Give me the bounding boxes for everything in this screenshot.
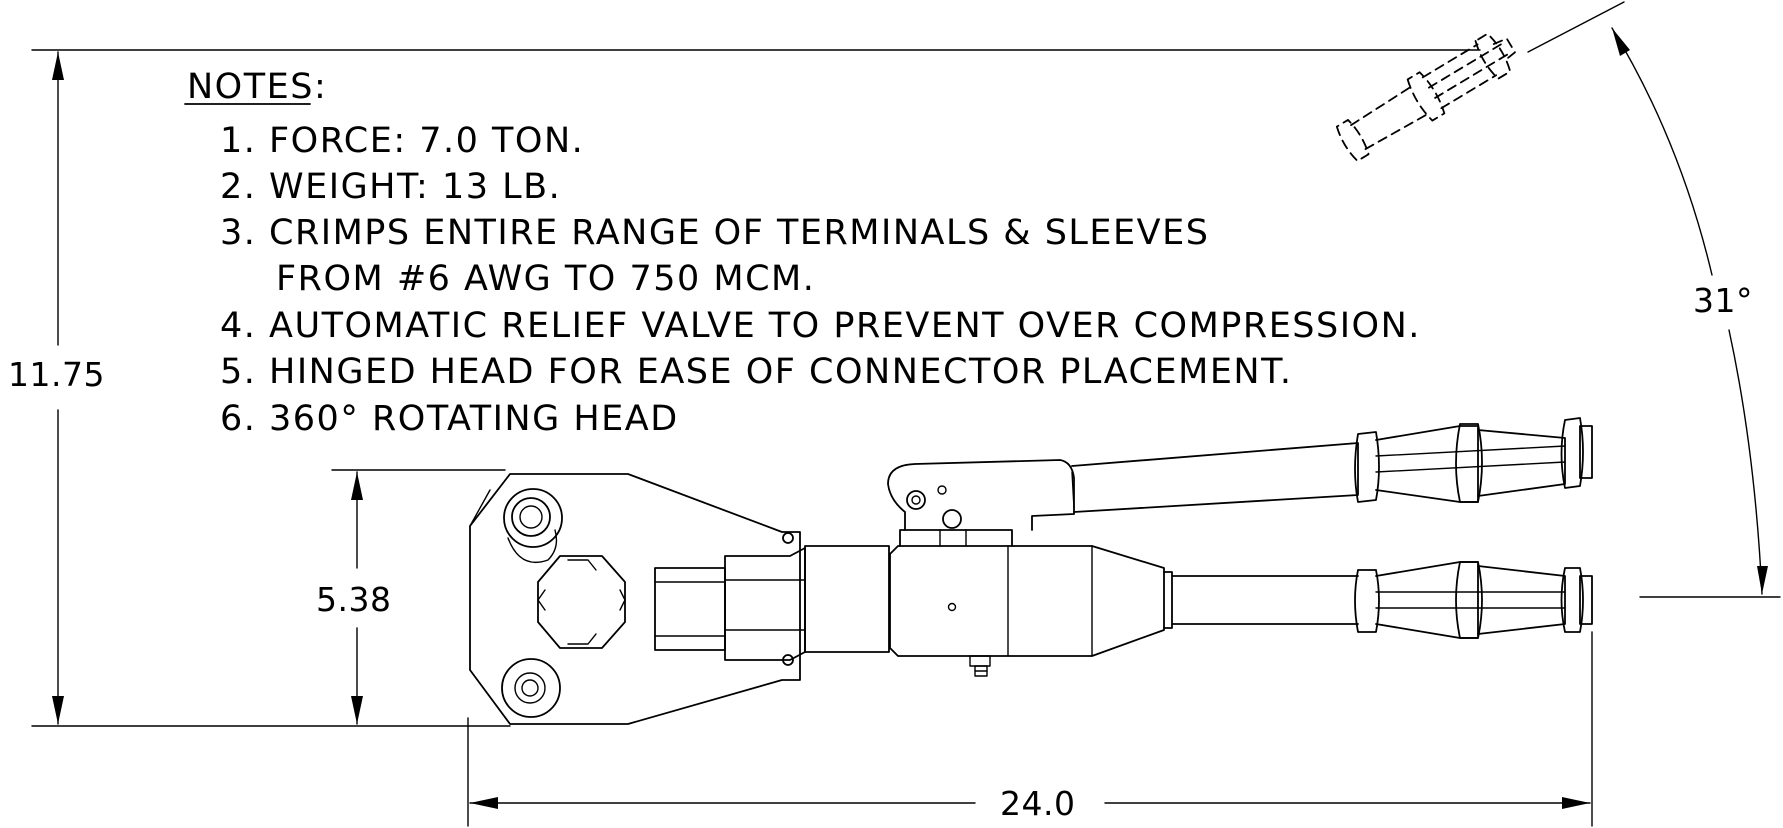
- angle-arc-upper: [1611, 27, 1713, 276]
- die-notches: [537, 589, 626, 611]
- lower-pin-core: [521, 679, 539, 697]
- angle-extension-line: [1527, 1, 1625, 53]
- note-5: 5. HINGED HEAD FOR EASE OF CONNECTOR PLA…: [220, 352, 1292, 392]
- overall-height-label: 11.75: [8, 355, 105, 394]
- note-1: 1. FORCE: 7.0 TON.: [220, 121, 584, 161]
- head-edge: [469, 489, 491, 527]
- upper-pin-core: [519, 505, 543, 529]
- notes-block: NOTES: 1. FORCE: 7.0 TON. 2. WEIGHT: 13 …: [184, 67, 1421, 439]
- pump-handle-grip-end: [1477, 429, 1566, 497]
- lower-pin-outer: [501, 658, 561, 718]
- angle-arc-lower: [1728, 329, 1763, 595]
- length-arrowhead-left: [470, 797, 498, 809]
- pump-handle-end-cap: [1579, 425, 1593, 479]
- phantom-grip-taper: [1350, 85, 1430, 150]
- angle-arrowhead-top: [1612, 28, 1630, 56]
- phantom-grip-body: [1421, 43, 1498, 110]
- fixed-handle-grip-end: [1477, 565, 1566, 635]
- pump-handle-grip-taper: [1375, 425, 1479, 503]
- head-arrowhead-down: [351, 696, 363, 724]
- fixed-handle-end-cap-ring: [1560, 567, 1584, 633]
- note-3-continued: FROM #6 AWG TO 750 MCM.: [276, 259, 815, 299]
- note-3: 3. CRIMPS ENTIRE RANGE OF TERMINALS & SL…: [220, 213, 1209, 253]
- phantom-handle-open: [1335, 32, 1516, 162]
- pump-grip-line-2: [1375, 461, 1566, 473]
- lever-pin: [937, 485, 947, 495]
- dimension-head-height: 5.38: [316, 469, 506, 725]
- upper-pin-outer: [503, 488, 563, 548]
- dimension-handle-angle: 31°: [1527, 1, 1781, 598]
- pump-body: [889, 545, 1165, 657]
- fixed-handle-grip-taper: [1375, 561, 1479, 639]
- dimension-overall-height: 11.75: [8, 49, 1481, 727]
- phantom-grip-lines: [1428, 42, 1510, 99]
- handle-angle-label: 31°: [1693, 281, 1753, 320]
- fixed-handle-end-cap: [1579, 575, 1593, 625]
- pump-handle-end-cap-ring: [1560, 417, 1584, 489]
- arrowhead-down: [52, 696, 64, 724]
- lever-pivot-core: [911, 495, 921, 505]
- phantom-shaft-stub: [1492, 37, 1516, 63]
- lever-link: [942, 509, 962, 529]
- angle-arrowhead-bottom: [1757, 566, 1768, 594]
- head-height-label: 5.38: [316, 580, 391, 619]
- crimp-head: [469, 473, 801, 725]
- neck-sleeve: [654, 567, 726, 651]
- handle-shaft-joint: [1071, 471, 1075, 509]
- fixed-handle-grip-ring-1: [1354, 569, 1380, 633]
- head-arrowhead-up: [351, 472, 363, 500]
- arrowhead-up: [52, 52, 64, 80]
- phantom-grip-ring-1: [1474, 32, 1512, 80]
- note-2: 2. WEIGHT: 13 LB.: [220, 167, 561, 207]
- coupling-ring: [804, 545, 890, 653]
- upper-pin-inner: [511, 497, 551, 537]
- die-jaws: [567, 559, 597, 645]
- fixed-handle: [1163, 561, 1593, 639]
- neck-collar: [724, 547, 806, 661]
- crimp-die: [537, 555, 626, 649]
- note-4: 4. AUTOMATIC RELIEF VALVE TO PREVENT OVE…: [220, 306, 1421, 346]
- upper-pin-latch: [507, 529, 558, 564]
- fixed-handle-grip-ring-2: [1455, 561, 1483, 639]
- handle-lever: [887, 459, 1075, 531]
- note-6: 6. 360° ROTATING HEAD: [220, 399, 679, 439]
- lower-pin-inner: [514, 672, 546, 704]
- pump-handle: [887, 417, 1593, 547]
- head-bolt-top: [782, 532, 794, 544]
- pump-handle-grip-ring-1: [1354, 431, 1380, 503]
- lever-pivot: [906, 490, 926, 510]
- dimension-overall-length: 24.0: [467, 631, 1593, 827]
- notes-title: NOTES:: [187, 67, 327, 107]
- fixed-handle-neck: [1163, 571, 1173, 629]
- phantom-end-cap: [1335, 119, 1370, 162]
- pump-handle-shaft: [1071, 442, 1359, 513]
- relief-valve-cap: [969, 655, 991, 667]
- pump-screw: [947, 602, 957, 612]
- handle-bracket: [899, 529, 1013, 547]
- pump-handle-grip-ring-2: [1455, 423, 1483, 503]
- phantom-grip-ring-2: [1406, 71, 1446, 122]
- head-body-outline: [469, 473, 801, 725]
- pump-grip-line-1: [1375, 445, 1566, 457]
- length-arrowhead-right: [1562, 797, 1590, 809]
- overall-length-label: 24.0: [1000, 784, 1075, 823]
- ram-neck: [654, 545, 1165, 677]
